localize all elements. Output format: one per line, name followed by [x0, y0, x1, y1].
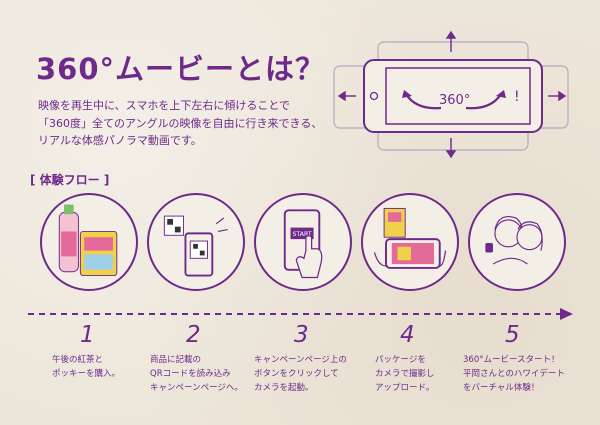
step-text-line: カメラを起動。: [254, 383, 314, 393]
step-text-line: 商品に記載の: [150, 355, 202, 365]
step-1-illustration: [40, 193, 138, 291]
step-text-line: 360°ムービースタート！: [463, 355, 560, 365]
step-3-illustration: START: [254, 193, 352, 291]
step-4-number: 4: [400, 322, 415, 348]
step-text-line: QRコードを読み込み: [150, 369, 231, 379]
step-text-line: 平岡さんとのハワイデート: [463, 369, 565, 379]
page-title: 360°ムービーとは？: [36, 52, 326, 86]
step-text-line: 午後の紅茶と: [52, 355, 104, 365]
step-1-number: 1: [80, 322, 95, 348]
description: 映像を再生中に、スマホを上下左右に傾けることで 「360度」全てのアングルの映像…: [38, 97, 338, 150]
step-5-number: 5: [505, 322, 520, 348]
step-text-line: アップロード。: [375, 383, 435, 393]
phone-rotation-diagram: 360° !: [333, 30, 569, 159]
description-line: 映像を再生中に、スマホを上下左右に傾けることで: [38, 99, 291, 112]
step-2-number: 2: [186, 322, 201, 348]
step-text-line: ボタンをクリックして: [254, 369, 339, 379]
step-4-text: パッケージを カメラで撮影し アップロード。: [375, 353, 435, 395]
step-text-line: をバーチャル体験！: [463, 383, 540, 393]
step-2-text: 商品に記載の QRコードを読み込み キャンペーンページへ。: [150, 353, 243, 395]
description-line: 「360度」全てのアングルの映像を自由に行き来できる、: [38, 116, 323, 130]
step-text-line: キャンペーンページ上の: [254, 355, 347, 365]
step-text-line: パッケージを: [375, 355, 426, 365]
step-text-line: ポッキーを購入。: [52, 369, 121, 379]
step-text-line: カメラで撮影し: [375, 369, 435, 379]
diagram-exclaim: !: [514, 89, 520, 105]
start-button-label: START: [292, 231, 311, 238]
diagram-label: 360°: [439, 93, 470, 108]
description-line: リアルな体感パノラマ動画です。: [38, 134, 202, 147]
step-2-illustration: [147, 193, 245, 291]
step-3-text: キャンペーンページ上の ボタンをクリックして カメラを起動。: [254, 353, 347, 395]
step-text-line: キャンペーンページへ。: [150, 383, 243, 393]
step-4-illustration: [361, 193, 459, 291]
flow-title: [ 体験フロー ]: [30, 173, 110, 187]
step-5-text: 360°ムービースタート！ 平岡さんとのハワイデート をバーチャル体験！: [463, 353, 565, 395]
step-5-illustration: [468, 193, 566, 291]
step-3-number: 3: [294, 322, 309, 348]
flow-arrow: [28, 308, 573, 320]
step-1-text: 午後の紅茶と ポッキーを購入。: [52, 353, 120, 381]
